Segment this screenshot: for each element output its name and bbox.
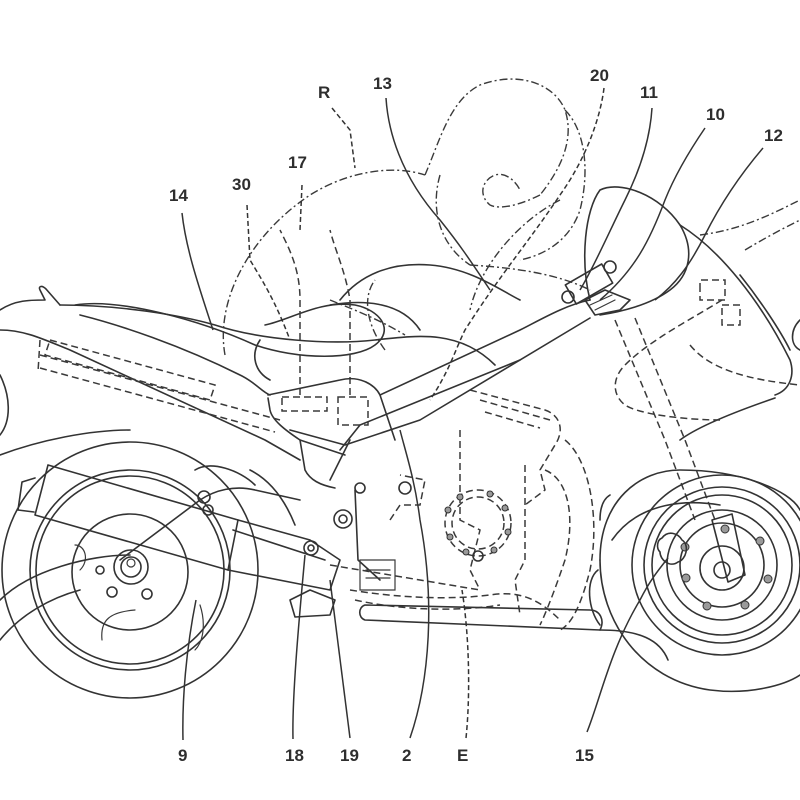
label-11: 11 [640, 83, 658, 102]
leader-12 [654, 147, 764, 301]
leader-9 [182, 599, 197, 741]
label-13: 13 [373, 74, 392, 93]
lower-cowl [358, 604, 669, 661]
leader-15 [586, 557, 669, 733]
front-fork [614, 317, 716, 521]
label-E: E [457, 746, 468, 765]
label-2: 2 [402, 746, 411, 765]
leader-19 [329, 579, 351, 739]
leader-17 [299, 184, 303, 231]
under-seat-box [37, 229, 369, 433]
label-9: 9 [178, 746, 187, 765]
muffler [17, 464, 341, 591]
steering-head [561, 260, 631, 316]
label-20: 20 [590, 66, 609, 85]
leader-14 [181, 212, 214, 331]
seat [74, 263, 521, 358]
label-12: 12 [764, 126, 783, 145]
label-10: 10 [706, 105, 725, 124]
rider-outline [222, 78, 591, 356]
swingarm [119, 465, 412, 618]
leader-30 [246, 204, 291, 341]
frame [267, 299, 591, 489]
label-19: 19 [340, 746, 359, 765]
engine [389, 389, 595, 631]
leader-11 [579, 107, 653, 291]
tail-section [0, 285, 496, 461]
leader-lines [181, 87, 764, 741]
leader-R [331, 107, 356, 169]
reference-labels: R 13 20 11 10 12 17 30 14 9 18 19 2 E 15 [169, 66, 783, 765]
label-30: 30 [232, 175, 251, 194]
label-14: 14 [169, 186, 188, 205]
rear-wheel [0, 441, 259, 699]
exhaust-headers [329, 564, 561, 621]
leader-13 [385, 97, 491, 291]
leader-2 [399, 429, 430, 739]
front-fairing [469, 186, 800, 441]
leader-E [461, 589, 470, 739]
label-R: R [318, 83, 330, 102]
leader-20 [429, 87, 605, 401]
label-18: 18 [285, 746, 304, 765]
front-wheel [588, 469, 800, 693]
leader-18 [292, 554, 306, 740]
label-17: 17 [288, 153, 307, 172]
leader-10 [599, 127, 706, 301]
label-15: 15 [575, 746, 594, 765]
